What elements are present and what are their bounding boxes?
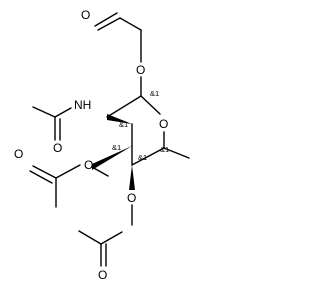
bond-amide-carbonyl-nh <box>54 107 72 118</box>
stereo-label-c2: &1 <box>119 120 128 129</box>
wedge-c2-nh <box>107 114 132 124</box>
stereo-label-c4: &1 <box>138 153 147 162</box>
bonds <box>29 12 190 267</box>
bond-acetyl-carbonyl-c1-b <box>94 12 118 27</box>
bond-c1-ring-oxygen <box>140 95 161 115</box>
bond-c2-c1 <box>106 95 142 118</box>
wedge-c3-oac <box>92 146 132 170</box>
atom-c4-acetyl-carbonyl-oxygen: O <box>98 268 107 282</box>
atom-amide-carbonyl-oxygen: O <box>53 141 62 155</box>
stereo-label-c5: &1 <box>160 145 169 154</box>
bond-c4-acetyl-carbonyl <box>100 231 123 245</box>
molecule-structure: O O O NH O O O O O &1 &1 &1 &1 &1 <box>14 8 190 282</box>
bond-c3-acetyl-carbonyl <box>55 164 81 179</box>
atom-labels: O O O NH O O O O O <box>14 8 168 282</box>
bond-acetyl-methyl-c1 <box>119 17 142 31</box>
bond-c3-acetyl-double-a <box>32 165 57 179</box>
bond-c5-c4 <box>131 147 165 166</box>
atom-c3-acetyl-carbonyl-oxygen: O <box>14 147 23 161</box>
bond-c4-acetyl-methyl <box>78 230 102 245</box>
atom-c1-ester-oxygen: O <box>136 63 145 77</box>
bond-c3-ester-oxygen <box>91 166 109 177</box>
stereo-descriptors: &1 &1 &1 &1 &1 <box>112 89 169 162</box>
atom-c1-acetyl-carbonyl-oxygen: O <box>81 8 90 22</box>
bond-acetyl-carbonyl-c1-a <box>97 17 121 31</box>
bond-c5-methyl <box>163 147 190 159</box>
atom-c3-ester-oxygen: O <box>84 158 93 172</box>
atom-amide-nh: NH <box>74 98 91 112</box>
stereo-label-c1: &1 <box>150 89 159 98</box>
stereo-wedges <box>92 114 135 190</box>
atom-ring-oxygen: O <box>159 117 168 131</box>
stereo-label-c3: &1 <box>112 143 121 152</box>
bond-c3-acetyl-double-b <box>29 170 53 184</box>
wedge-c4-oac <box>129 165 135 190</box>
atom-c4-ester-oxygen: O <box>127 191 136 205</box>
bond-amide-methyl <box>32 106 56 118</box>
